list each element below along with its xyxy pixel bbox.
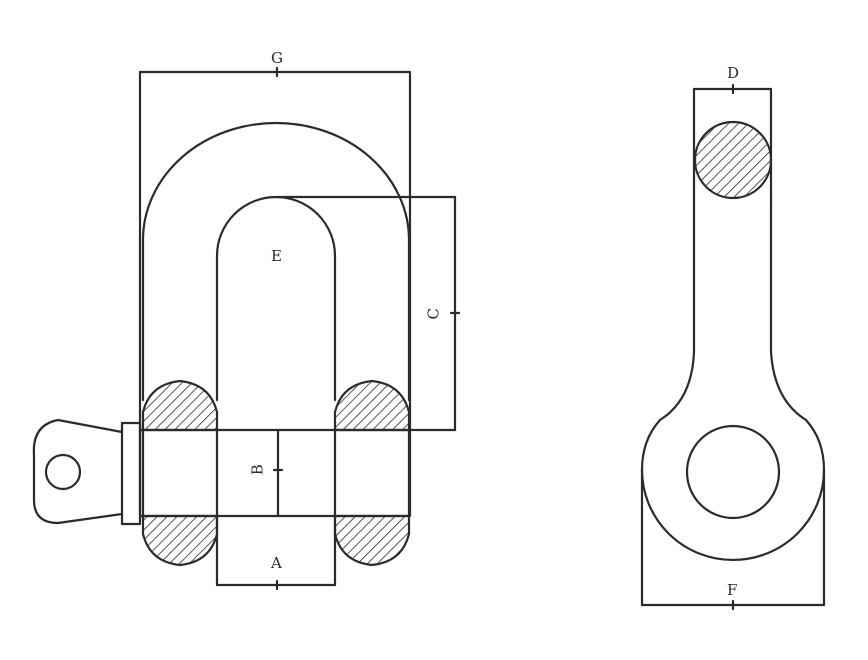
section-lower-right <box>333 514 411 567</box>
side-pin-section <box>693 120 773 200</box>
front-sections <box>141 379 411 567</box>
bow-inner <box>215 195 337 402</box>
side-eye-hole <box>685 424 781 520</box>
side-body-outline <box>640 198 826 562</box>
pin-eye-hole <box>44 453 82 491</box>
label-d: D <box>727 64 740 82</box>
label-g: G <box>271 49 284 67</box>
label-e: E <box>271 247 283 265</box>
front-view <box>32 66 461 591</box>
label-f: F <box>727 581 738 599</box>
side-view <box>640 83 826 611</box>
bow-outer <box>141 121 411 402</box>
label-a: A <box>271 554 283 572</box>
label-b: B <box>248 463 267 476</box>
pin-eye-tab <box>32 418 124 525</box>
pin-collar <box>120 421 142 526</box>
dim-a-frame <box>215 513 337 587</box>
label-c: C <box>424 307 443 320</box>
section-upper-left <box>141 379 219 432</box>
section-upper-right <box>333 379 411 432</box>
pin-body <box>138 428 412 518</box>
section-lower-left <box>141 514 219 567</box>
